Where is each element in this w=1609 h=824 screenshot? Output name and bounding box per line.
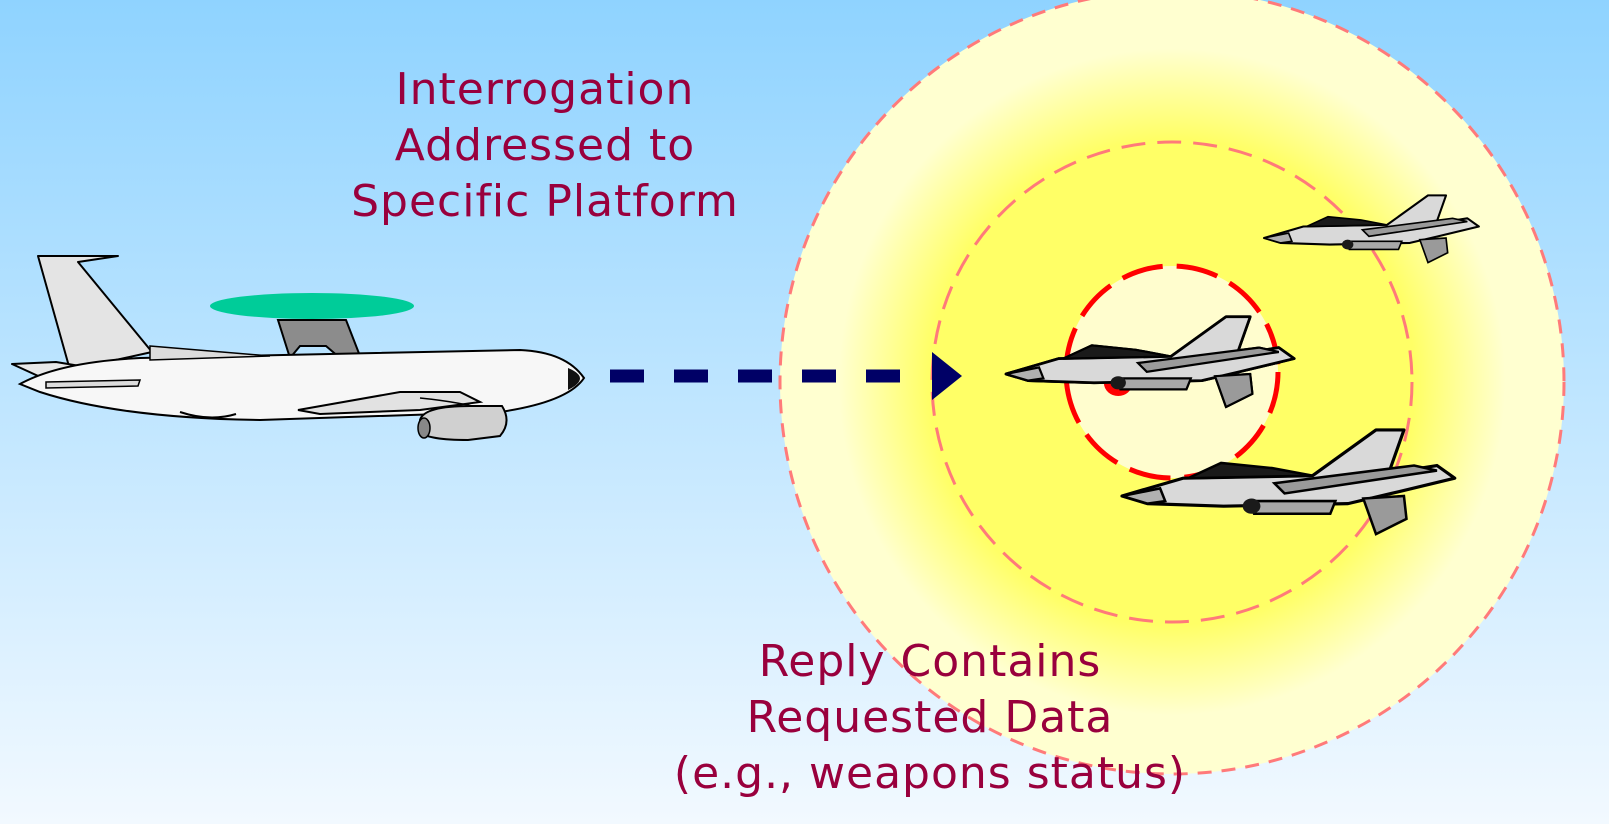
caption-line: (e.g., weapons status) [673,748,1187,799]
caption-line: Addressed to [394,120,696,171]
arrowhead-icon [932,352,962,400]
interrogation-arrow [610,352,962,400]
middle-range-ring [930,140,1414,624]
interrogation-caption: Interrogation Addressed to Specific Plat… [290,62,800,230]
caption-line: Reply Contains [758,636,1102,687]
target-selection-ring [1063,263,1281,481]
caption-line: Specific Platform [351,176,739,227]
awacs-aircraft-icon [11,255,586,442]
radome-icon [210,293,414,319]
caption-line: Requested Data [746,692,1114,743]
caption-line: Interrogation [395,64,695,115]
reply-caption: Reply Contains Requested Data (e.g., wea… [600,634,1260,802]
